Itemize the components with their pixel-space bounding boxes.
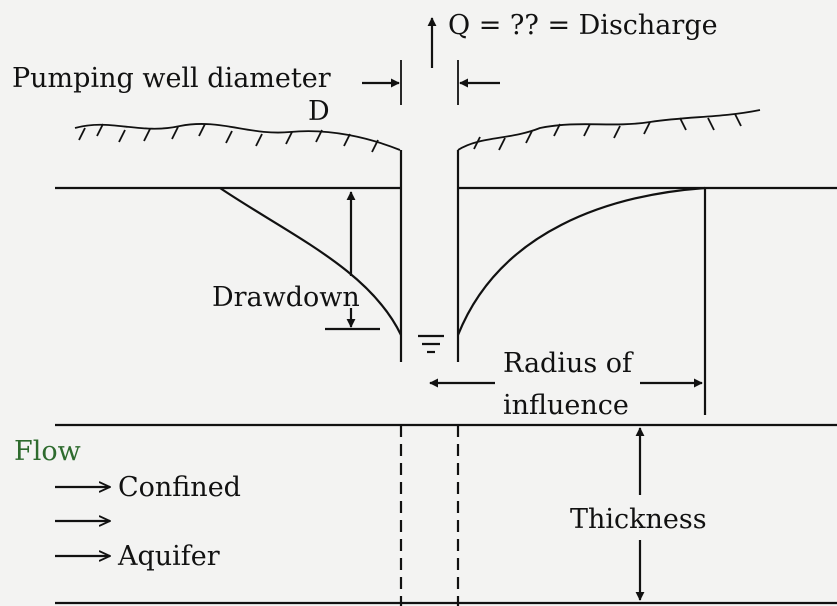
water-level-symbol — [418, 334, 444, 354]
thickness-label: Thickness — [570, 504, 707, 535]
cone-of-depression — [219, 186, 706, 336]
well-diameter-label: Pumping well diameter — [12, 63, 331, 94]
aquifer-label: Aquifer — [117, 541, 220, 572]
diameter-symbol: D — [308, 96, 330, 127]
radius-label-line2: influence — [503, 390, 629, 421]
discharge-label: Q = ?? = Discharge — [448, 10, 718, 41]
flow-label: Flow — [14, 436, 81, 467]
pumping-well — [399, 150, 460, 606]
drawdown-label: Drawdown — [212, 282, 360, 313]
ground-surface — [74, 109, 761, 153]
drawdown-dimension — [325, 191, 380, 331]
confined-label: Confined — [118, 472, 241, 503]
radius-label-line1: Radius of — [503, 348, 634, 379]
